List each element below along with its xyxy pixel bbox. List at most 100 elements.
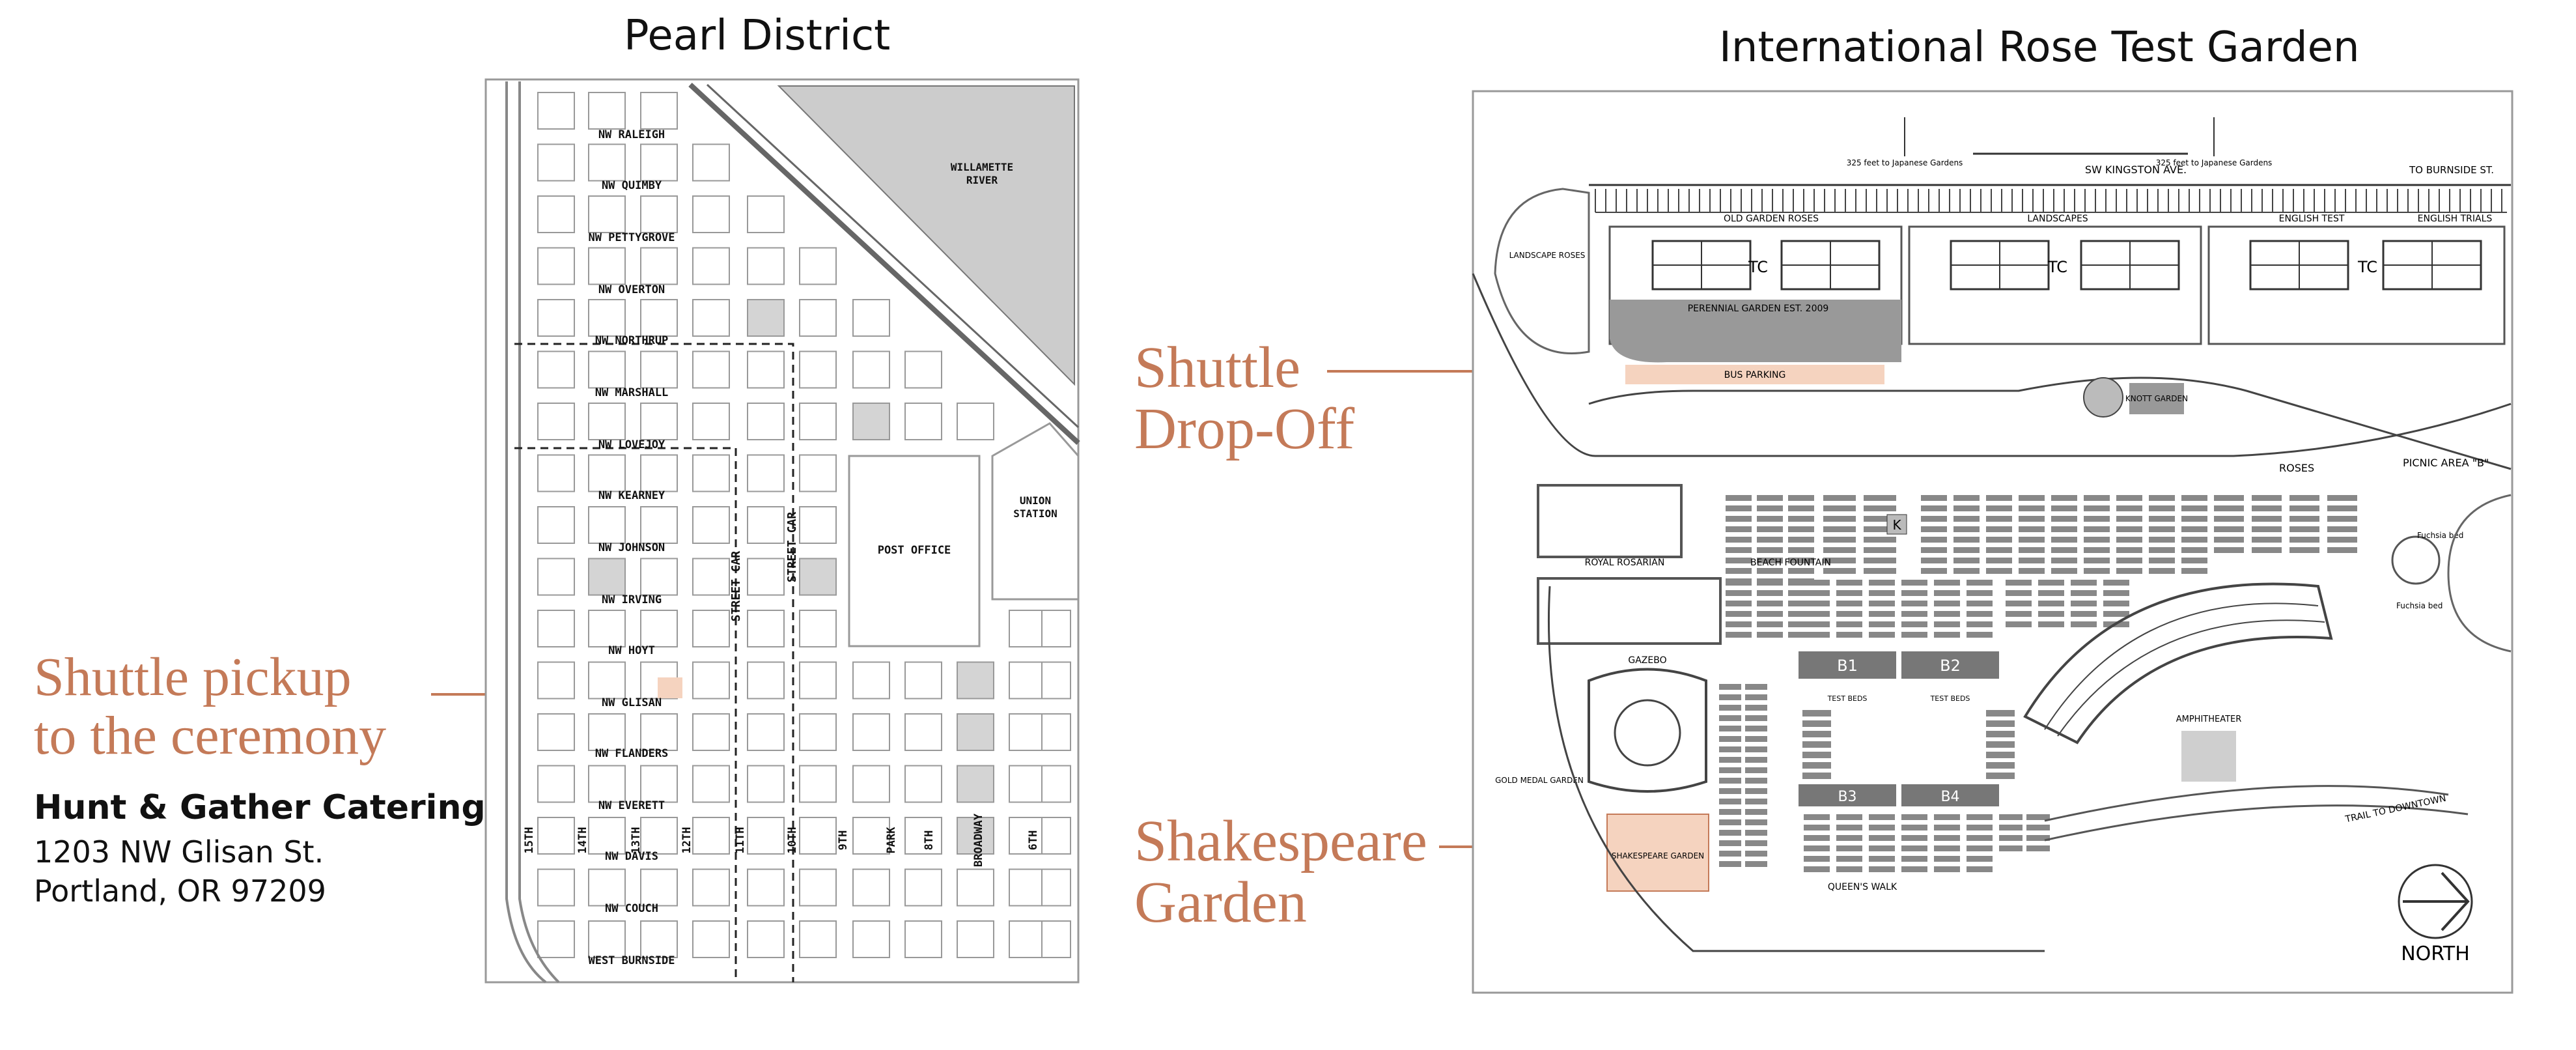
city-block [692,765,730,803]
rose-bed [2181,568,2207,574]
bed-block-b1 [1799,651,1896,679]
landscape-roses-area [1494,188,1590,354]
rose-bed [1986,720,2015,727]
street-label: NW HOYT [608,644,655,657]
city-block [537,765,575,803]
city-block [537,610,575,647]
rose-bed [2214,495,2244,501]
city-block [640,350,678,389]
rose-bed [2214,505,2244,511]
city-block [537,920,575,958]
rose-bed [2214,526,2244,532]
fuchsia-bed [2391,535,2441,585]
rose-bed [1986,762,2015,769]
rose-bed [1986,752,2015,758]
rose-bed [2252,547,2282,553]
rose-bed [2181,547,2207,553]
b2-label: B2 [1940,657,1961,675]
rose-bed [2149,516,2175,522]
street-label: NW FLANDERS [595,747,669,760]
city-block [1041,817,1071,855]
b1-label: B1 [1837,657,1858,675]
rose-bed [1953,568,1980,574]
rose-bed [1864,558,1896,563]
rose-bed [2214,516,2244,522]
rose-bed [1788,547,1814,553]
to-burnside-label: TO BURNSIDE ST. [2409,164,2494,176]
city-block [957,920,994,958]
rose-bed [1953,547,1980,553]
city-block [957,868,994,907]
rose-bed [1901,601,1927,606]
test-beds-label-2: TEST BEDS [1930,694,1970,703]
street-label: NW IRVING [602,593,662,606]
city-block [537,143,575,182]
rose-bed [1864,516,1896,522]
rose-bed [1719,861,1741,867]
city-block [537,247,575,285]
city-block [640,143,678,182]
rose-bed [1823,558,1856,563]
city-block [692,713,730,751]
city-block [588,506,626,544]
city-block [904,350,942,389]
rose-bed [1901,590,1927,596]
rose-bed [1804,621,1830,627]
city-block [957,817,994,855]
city-block [747,765,785,803]
bed-block-b4 [1901,784,1999,806]
city-block [588,661,626,700]
city-block [957,713,994,751]
rose-bed [1921,516,1947,522]
rose-bed [1719,788,1741,794]
rose-bed [1788,537,1814,543]
city-block [640,454,678,492]
rose-bed [1869,814,1895,820]
city-block [852,299,890,337]
city-block [588,558,626,596]
rose-bed [1757,526,1783,532]
rose-bed [1788,621,1814,627]
rose-bed [1788,590,1814,596]
rose-bed [1804,580,1830,586]
rose-bed [1719,705,1741,711]
rose-bed [1901,866,1927,872]
city-block [640,920,678,958]
rose-bed [1726,601,1752,606]
rose-bed [1921,558,1947,563]
kingston-label: SW KINGSTON AVE. [2085,163,2187,176]
rose-bed [2051,526,2077,532]
rose-bed [1804,845,1830,851]
city-block [640,247,678,285]
rose-bed [1864,505,1896,511]
street-label: NW RALEIGH [598,128,665,141]
old-roses-label: OLD GARDEN ROSES [1724,214,1819,224]
streetcar-route-south [514,447,737,982]
city-block [1041,920,1071,958]
dropoff-callout: Shuttle Drop-Off [1134,337,1354,460]
rose-bed [1864,547,1896,553]
north-label: NORTH [2401,943,2470,965]
city-block [747,247,785,285]
shakespeare-callout: Shakespeare Garden [1134,811,1427,933]
city-block [799,299,837,337]
pickup-line-1: Shuttle pickup [34,647,352,707]
rose-bed [1836,580,1862,586]
rose-bed [1719,778,1741,784]
amphitheater-seating [2023,582,2333,745]
rose-bed [1934,632,1960,638]
city-block [747,817,785,855]
avenue-label: 9TH [837,830,850,851]
rose-bed [2006,580,2032,586]
rose-bed [1757,516,1783,522]
rose-bed [1804,856,1830,862]
rose-bed [1934,866,1960,872]
rose-bed [1719,851,1741,857]
rose-bed [1953,516,1980,522]
city-block [692,506,730,544]
city-block [852,868,890,907]
city-block [640,610,678,647]
pickup-line-2: to the ceremony [34,705,387,766]
rose-bed [1864,568,1896,574]
